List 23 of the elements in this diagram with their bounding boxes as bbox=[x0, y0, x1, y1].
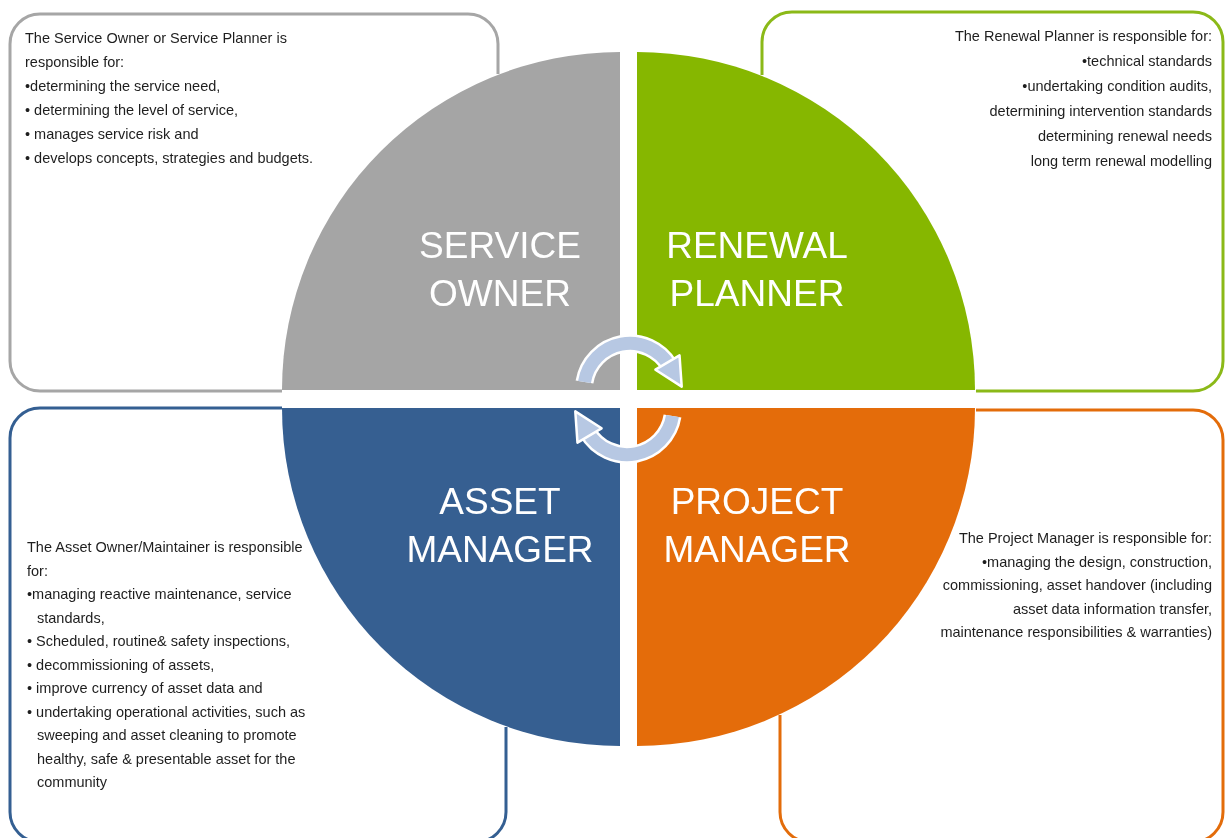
description-heading: The Asset Owner/Maintainer is responsible for: bbox=[27, 538, 304, 581]
description-item: long term renewal modelling bbox=[1029, 152, 1212, 171]
role-label: SERVICE OWNER bbox=[418, 224, 582, 316]
description-item: • determining the level of service, bbox=[25, 101, 239, 120]
description-item: determining renewal needs bbox=[1036, 127, 1212, 146]
description-heading: The Renewal Planner is responsible for: bbox=[953, 27, 1212, 46]
description-item: •technical standards bbox=[1081, 52, 1212, 71]
description-item: • Scheduled, routine& safety inspections, bbox=[27, 632, 291, 651]
description-item: • manages service risk and bbox=[25, 125, 200, 144]
role-label: PROJECT MANAGER bbox=[662, 480, 852, 572]
description-item: • undertaking operational activities, such as sweeping and asset cleaning to promote healthy, safe & presentable asset for the community bbox=[27, 702, 307, 792]
description-heading: The Service Owner or Service Planner is responsible for: bbox=[25, 29, 288, 72]
role-label: RENEWAL PLANNER bbox=[665, 224, 849, 316]
description-item: •undertaking condition audits, bbox=[1021, 77, 1212, 96]
role-label: ASSET MANAGER bbox=[405, 480, 595, 572]
description-item: • develops concepts, strategies and budgets. bbox=[25, 149, 314, 168]
description-item: determining intervention standards bbox=[988, 102, 1212, 121]
description-item: •managing the design, construction, commissioning, asset handover (including asset data information transfer, maintenance responsibilities & warranties) bbox=[939, 552, 1212, 642]
description-item: • decommissioning of assets, bbox=[27, 655, 216, 675]
description-heading: The Project Manager is responsible for: bbox=[957, 529, 1212, 548]
description-item: •determining the service need, bbox=[25, 77, 222, 96]
description-item: • improve currency of asset data and bbox=[27, 679, 264, 698]
description-item: •managing reactive maintenance, service standards, bbox=[27, 585, 293, 628]
